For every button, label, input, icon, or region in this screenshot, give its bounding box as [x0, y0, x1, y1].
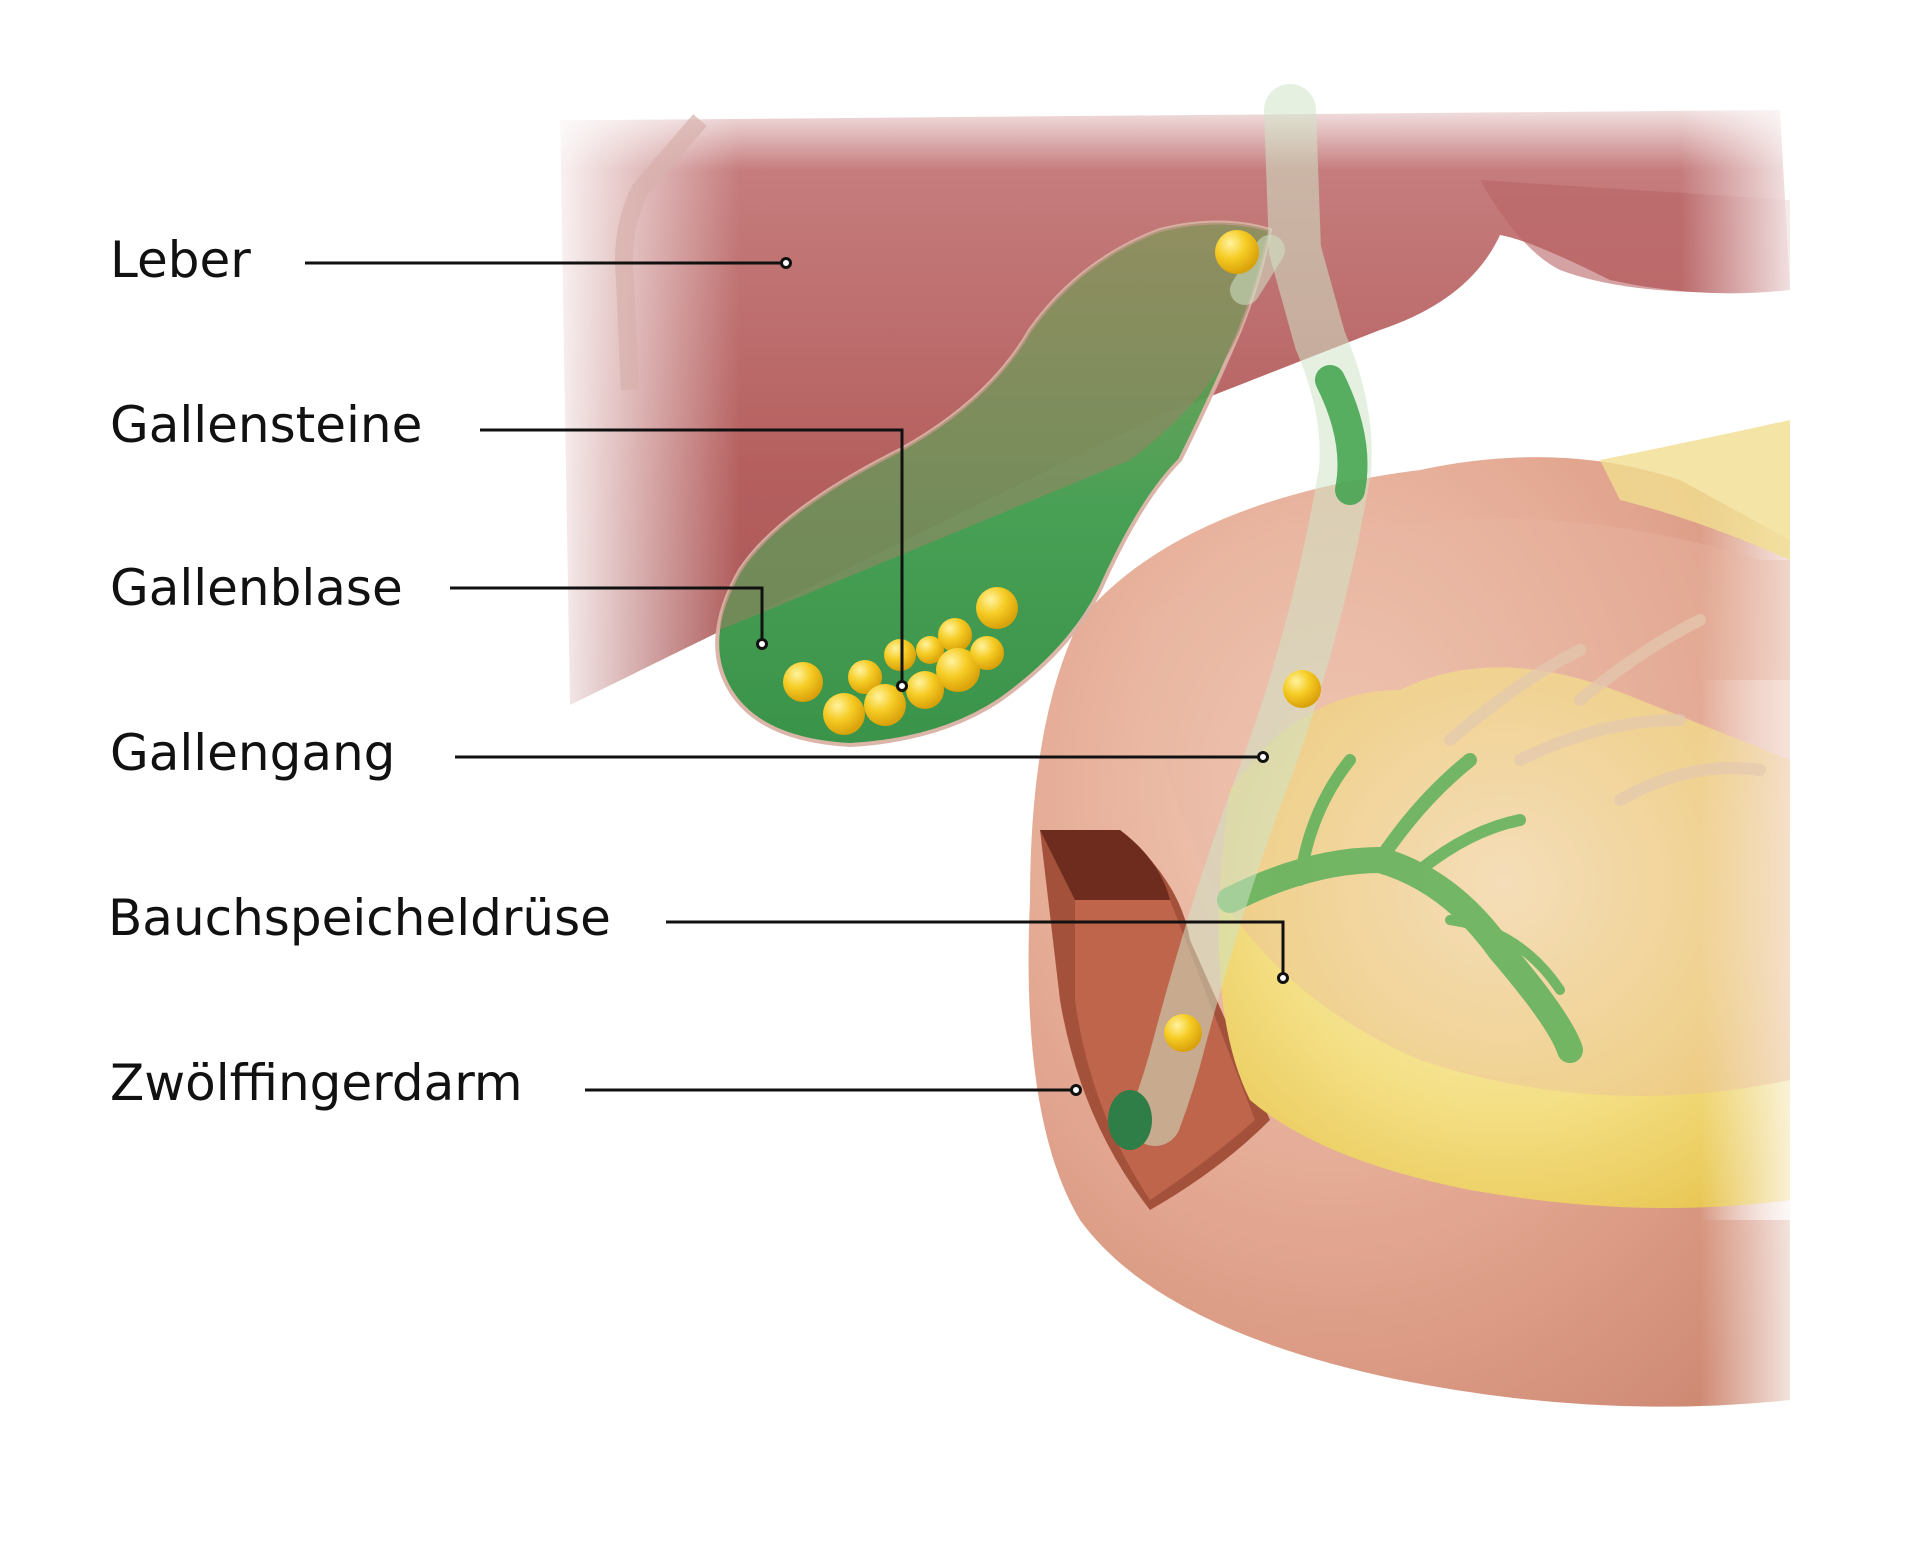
- leader-line-gallbladder: [450, 586, 764, 643]
- label-duodenum: Zwölffingerdarm: [110, 1054, 523, 1112]
- label-gallbladder: Gallenblase: [110, 559, 403, 617]
- leader-line-gallstones: [480, 428, 904, 685]
- label-bile-duct: Gallengang: [110, 724, 396, 782]
- gallstones-group: [783, 230, 1321, 1052]
- papilla: [1108, 1090, 1152, 1150]
- pancreatic-duct: [1217, 753, 1583, 1063]
- label-liver: Leber: [110, 231, 251, 289]
- leader-lines: [305, 261, 1285, 1092]
- label-gallstones: Gallensteine: [110, 396, 423, 454]
- leader-line-pancreas: [666, 920, 1285, 977]
- gallbladder-shape: [715, 220, 1273, 748]
- leader-dots: [756, 257, 1289, 1096]
- label-pancreas: Bauchspeicheldrüse: [108, 889, 611, 947]
